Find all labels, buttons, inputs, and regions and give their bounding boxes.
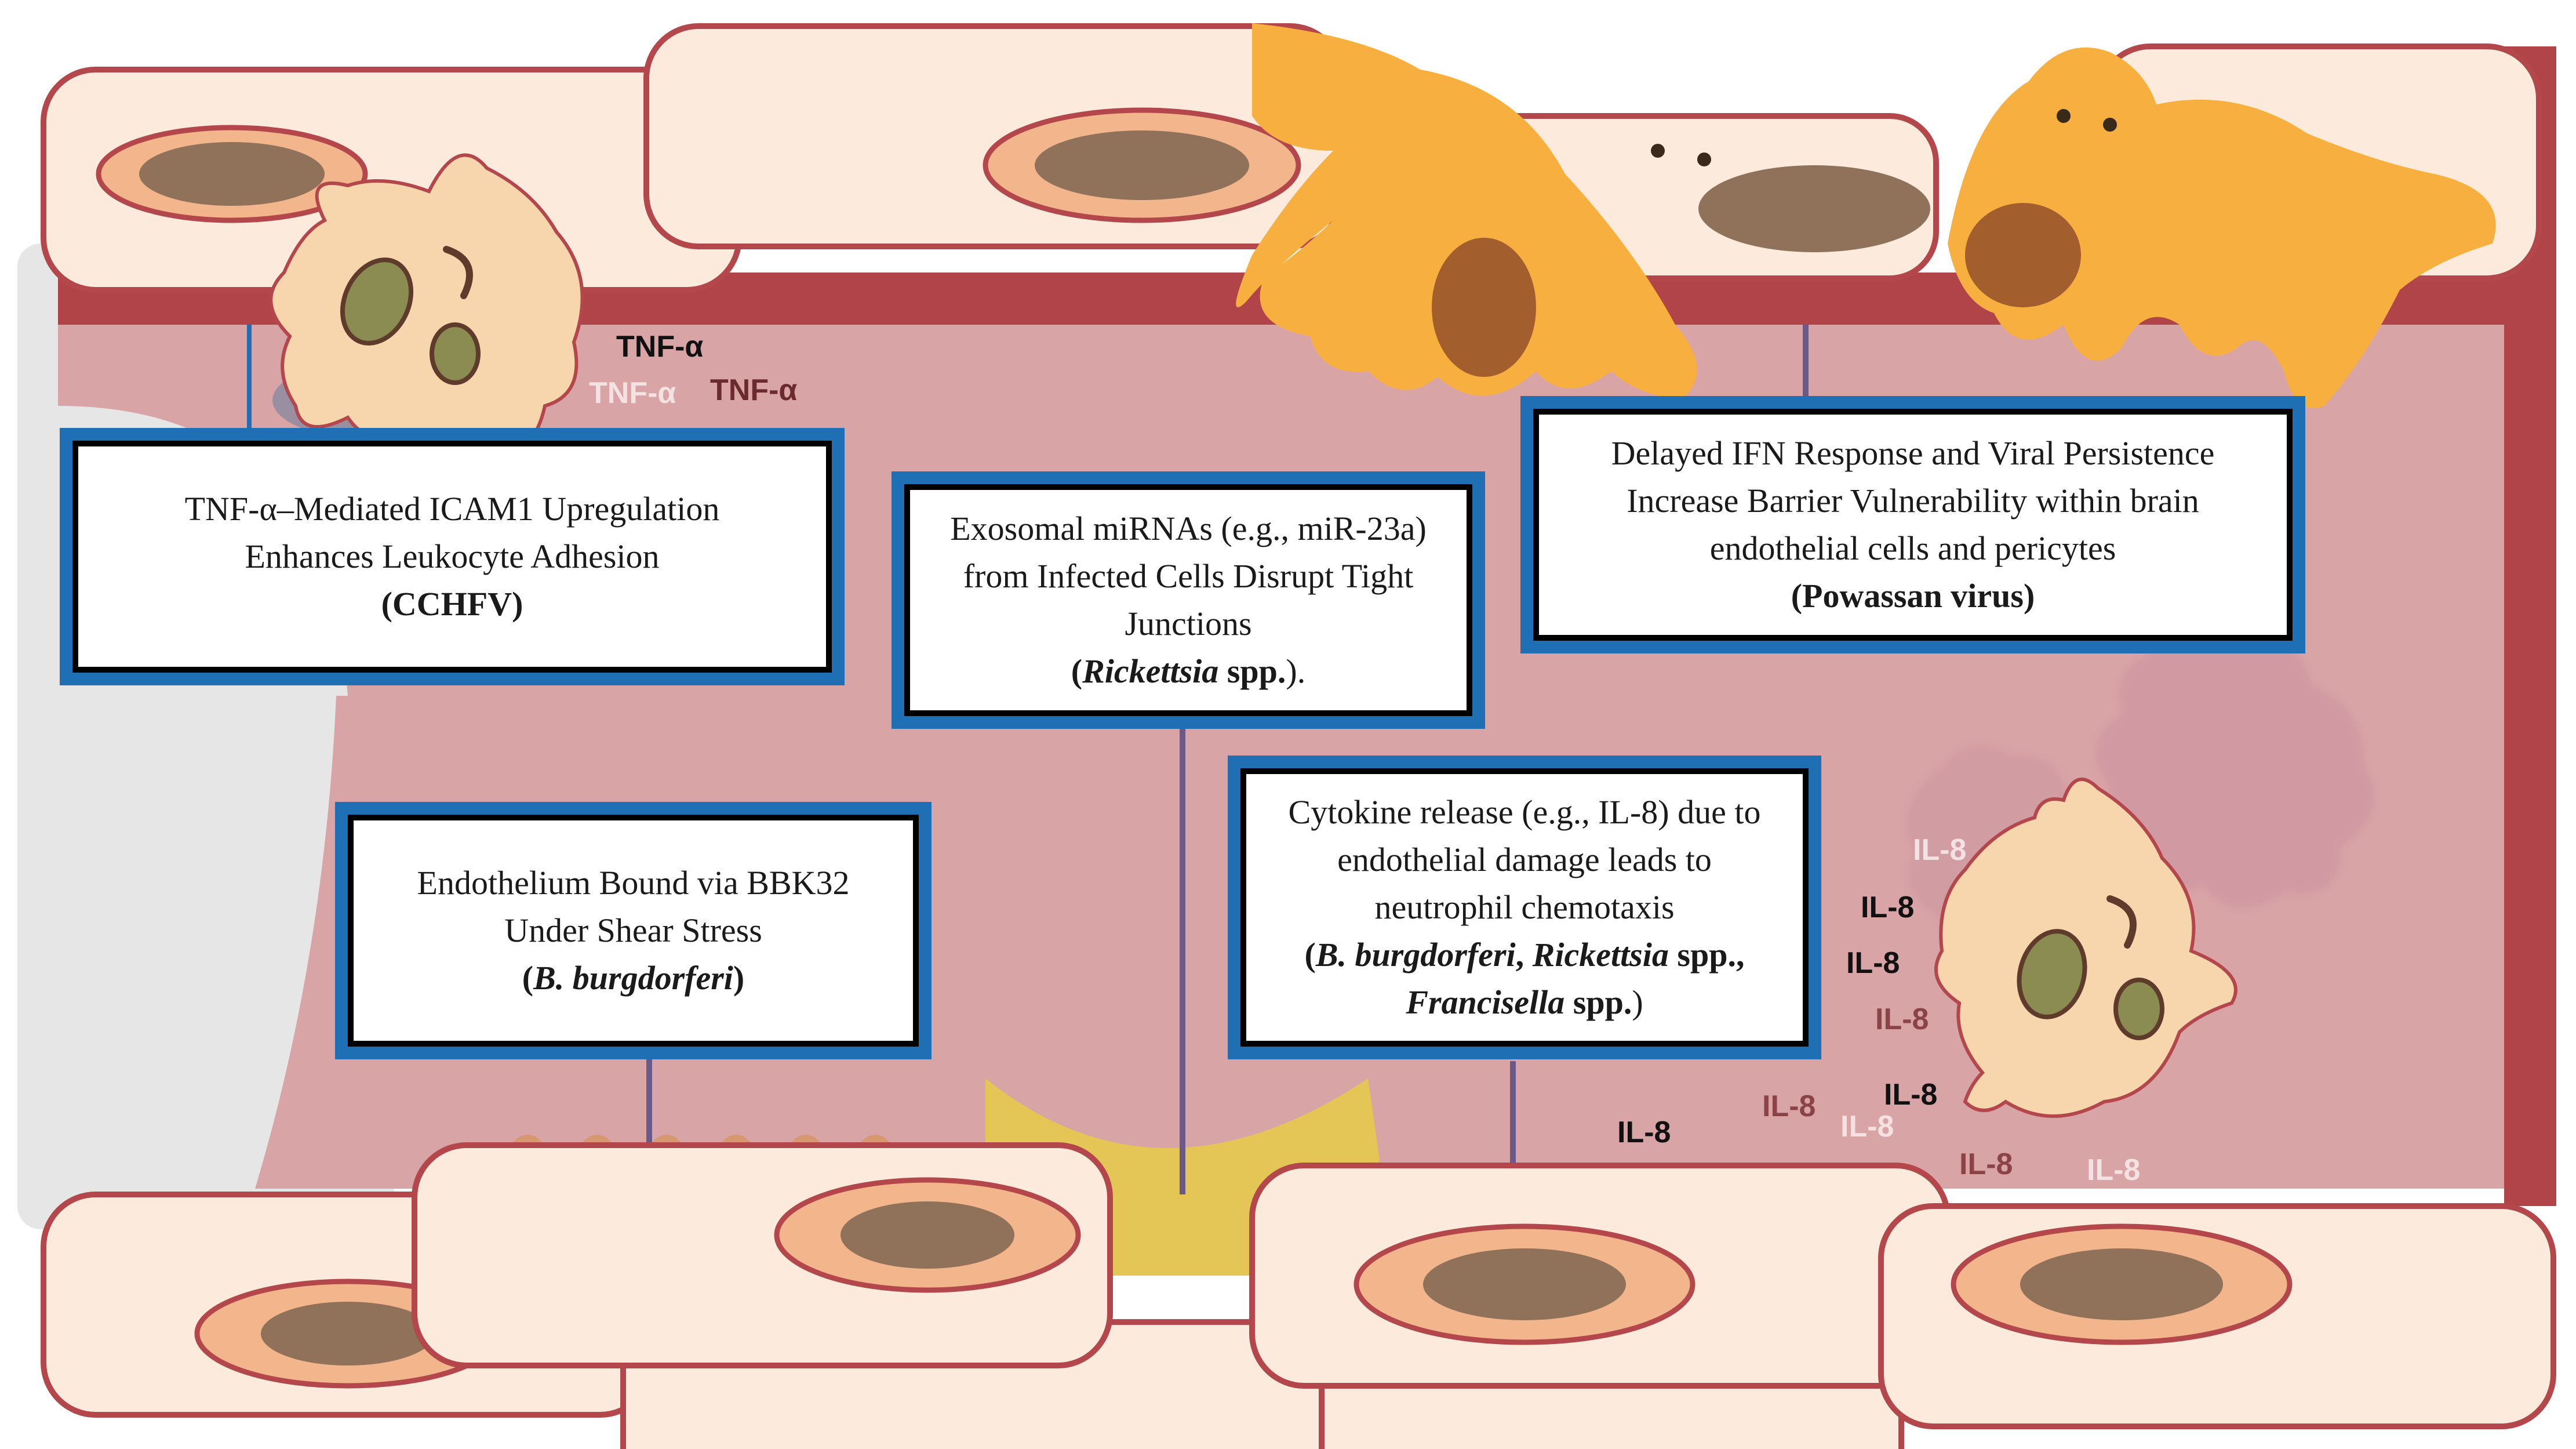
callout-line: Enhances Leukocyte Adhesion	[245, 538, 660, 575]
endothelial-cell-top-2	[643, 23, 1345, 249]
il8-label: IL-8	[1959, 1147, 2013, 1181]
callout-delayed-ifn: Delayed IFN Response and Viral Persisten…	[1533, 409, 2293, 641]
callout-tnf-icam1: TNF-α–Mediated ICAM1 Upregulation Enhanc…	[72, 441, 832, 673]
callout-line: Exosomal miRNAs (e.g., miR-23a)	[950, 510, 1427, 547]
callout-line: Delayed IFN Response and Viral Persisten…	[1611, 434, 2215, 472]
pathogen-label: (Rickettsia spp.).	[1071, 652, 1306, 690]
callout-line: Endothelium Bound via BBK32	[417, 864, 850, 902]
il8-label: IL-8	[1884, 1078, 1937, 1112]
callout-line: Cytokine release (e.g., IL-8) due to	[1288, 793, 1761, 831]
il8-label: IL-8	[1840, 1110, 1894, 1143]
tnf-alpha-label: TNF-α	[589, 376, 676, 410]
callout-line: from Infected Cells Disrupt Tight	[963, 557, 1414, 595]
endothelial-cell-bottom-5	[1249, 1163, 1951, 1389]
callout-exosomal-mirna: Exosomal miRNAs (e.g., miR-23a) from Inf…	[904, 484, 1472, 716]
il8-label: IL-8	[1617, 1116, 1671, 1149]
leukocyte-migrating	[1934, 778, 2237, 1118]
callout-line: Junctions	[1125, 605, 1252, 642]
pathogen-label: (CCHFV)	[381, 585, 523, 623]
pathogen-label: Francisella spp.)	[1406, 983, 1643, 1021]
il8-label: IL-8	[1861, 891, 1914, 924]
callout-line: TNF-α–Mediated ICAM1 Upregulation	[184, 490, 720, 528]
pericyte-2	[1948, 47, 2496, 408]
il8-label: IL-8	[2087, 1153, 2140, 1187]
tnf-alpha-label: TNF-α	[616, 330, 703, 364]
callout-cytokine-release: Cytokine release (e.g., IL-8) due to end…	[1240, 768, 1809, 1047]
tnf-alpha-label: TNF-α	[710, 373, 797, 407]
callout-line: Increase Barrier Vulnerability within br…	[1627, 482, 2199, 520]
endothelial-cell-bottom-6	[1878, 1203, 2556, 1429]
il8-label: IL-8	[1875, 1003, 1929, 1036]
pathogen-label: (B. burgdorferi)	[522, 959, 745, 997]
callout-bbk32: Endothelium Bound via BBK32 Under Shear …	[348, 815, 919, 1047]
pathogen-label: (Powassan virus)	[1791, 577, 2035, 615]
leukocyte-ghost-1	[2095, 624, 2375, 909]
callout-line: endothelial cells and pericytes	[1709, 529, 2116, 567]
il8-label: IL-8	[1846, 946, 1900, 980]
pathogen-label: (B. burgdorferi, Rickettsia spp.,	[1304, 936, 1745, 974]
il8-label: IL-8	[1913, 833, 1966, 867]
callout-line: Under Shear Stress	[504, 911, 762, 949]
callout-line: neutrophil chemotaxis	[1374, 888, 1675, 926]
endothelial-cell-bottom-3	[412, 1142, 1113, 1368]
callout-line: endothelial damage leads to	[1337, 841, 1712, 878]
pericyte-1	[1236, 23, 1711, 400]
leukocyte-adherent	[269, 153, 584, 459]
il8-label: IL-8	[1762, 1090, 1815, 1123]
